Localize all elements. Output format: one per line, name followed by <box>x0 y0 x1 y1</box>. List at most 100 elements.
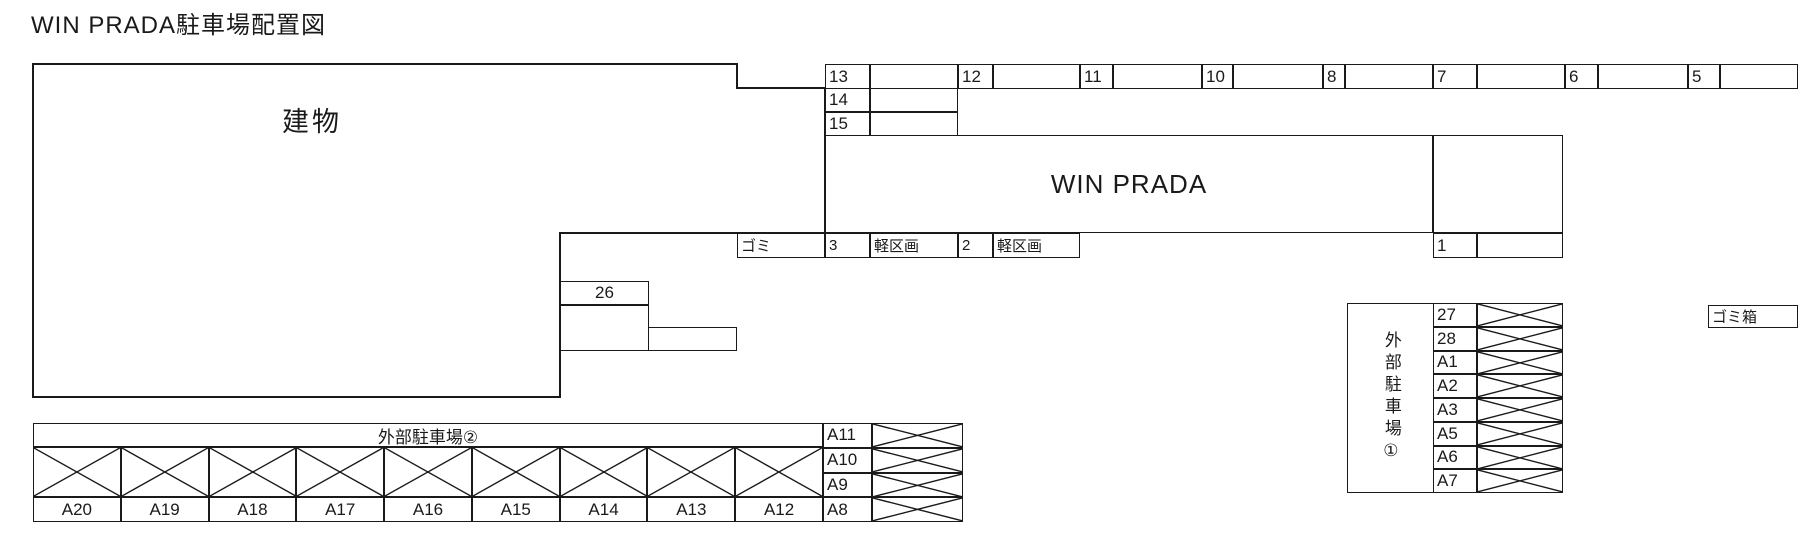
crossed-space <box>296 447 385 497</box>
win-prada-east-wing-box <box>1433 135 1563 233</box>
spot-space-cell-12 <box>993 64 1080 89</box>
spot-number-cell-3: 3 <box>825 233 870 258</box>
spot-number-cell-A19: A19 <box>120 497 209 522</box>
crossed-space <box>384 447 472 497</box>
spot-number-cell-12: 12 <box>958 64 993 89</box>
x-mark <box>736 448 822 496</box>
trash-box: ゴミ箱 <box>1708 305 1798 328</box>
crossed-space <box>872 497 963 522</box>
spot-number-cell-14: 14 <box>825 88 870 112</box>
x-mark <box>473 448 559 496</box>
x-mark <box>873 474 962 497</box>
crossed-space <box>872 447 963 473</box>
spot-space-cell-5 <box>1720 64 1798 89</box>
spot-number-cell-A16: A16 <box>384 497 472 522</box>
spot-space-cell-13 <box>870 64 958 89</box>
outdoor-lot-1-title-cell: 外部駐車場① <box>1347 303 1434 493</box>
spot-space-cell-15 <box>870 111 958 136</box>
x-mark <box>1478 328 1562 350</box>
kei-section-cell: 軽区画 <box>870 233 958 258</box>
spot-number-cell-7: 7 <box>1433 64 1477 89</box>
win-prada-label: WIN PRADA <box>1050 168 1208 199</box>
blank-box <box>648 327 737 351</box>
x-mark <box>1478 352 1562 374</box>
crossed-space <box>1477 445 1563 470</box>
x-mark <box>1478 423 1562 445</box>
crossed-space <box>559 447 648 497</box>
spot-space-cell-1 <box>1477 233 1563 258</box>
building-label: 建物 <box>282 107 342 137</box>
x-mark <box>561 448 647 496</box>
spot-number-cell-A5: A5 <box>1433 421 1477 446</box>
spot-number-cell-A8: A8 <box>823 497 872 522</box>
spot-number-cell-10: 10 <box>1202 64 1233 89</box>
trash-cell: ゴミ <box>737 233 825 258</box>
spot-number-cell-A17: A17 <box>296 497 385 522</box>
spot-number-cell-A7: A7 <box>1433 469 1477 493</box>
spot-number-cell-A15: A15 <box>471 497 560 522</box>
crossed-space <box>1477 398 1563 422</box>
spot-space-cell-11 <box>1113 64 1202 89</box>
x-mark <box>1478 375 1562 397</box>
crossed-space <box>1477 303 1563 327</box>
spot-number-cell-A6: A6 <box>1433 445 1477 470</box>
spot-number-cell-A3: A3 <box>1433 398 1477 422</box>
x-mark <box>385 448 471 496</box>
crossed-space <box>471 447 560 497</box>
crossed-space <box>872 472 963 498</box>
spot-number-cell-A20: A20 <box>33 497 121 522</box>
spot-space-cell-6 <box>1598 64 1688 89</box>
x-mark <box>297 448 383 496</box>
spot-space-cell-7 <box>1477 64 1565 89</box>
spot-number-cell-A13: A13 <box>647 497 736 522</box>
crossed-space <box>208 447 297 497</box>
page-title: WIN PRADA駐車場配置図 <box>31 12 327 39</box>
x-mark <box>873 449 962 472</box>
spot-number-cell-A9: A9 <box>823 472 872 498</box>
x-mark <box>873 498 962 521</box>
spot-number-cell-A14: A14 <box>559 497 648 522</box>
x-mark <box>648 448 734 496</box>
spot-number-cell-26: 26 <box>560 281 649 305</box>
spot-number-cell-A1: A1 <box>1433 350 1477 375</box>
crossed-space <box>647 447 736 497</box>
spot-number-cell-5: 5 <box>1688 64 1720 89</box>
x-mark <box>122 448 208 496</box>
crossed-space <box>1477 469 1563 493</box>
spot-number-cell-6: 6 <box>1565 64 1598 89</box>
crossed-space <box>1477 421 1563 446</box>
win-prada-box: WIN PRADA <box>825 135 1433 233</box>
x-mark <box>1478 470 1562 492</box>
spot-space-cell-10 <box>1233 64 1323 89</box>
spot-number-cell-11: 11 <box>1080 64 1113 89</box>
outdoor-lot-2-title: 外部駐車場② <box>33 423 823 447</box>
crossed-space <box>33 447 121 497</box>
spot-number-cell-A10: A10 <box>823 447 872 473</box>
kei-section-cell: 軽区画 <box>993 233 1080 258</box>
x-mark <box>1478 447 1562 469</box>
spot-number-cell-8: 8 <box>1323 64 1345 89</box>
outdoor-lot-1-title: 外部駐車場① <box>1381 330 1401 466</box>
spot-number-cell-28: 28 <box>1433 326 1477 351</box>
x-mark <box>873 424 962 447</box>
spot-number-cell-27: 27 <box>1433 303 1477 327</box>
spot-space-cell-14 <box>870 88 958 112</box>
crossed-space <box>1477 326 1563 351</box>
blank-box <box>560 305 649 351</box>
x-mark <box>1478 399 1562 421</box>
spot-number-cell-A18: A18 <box>208 497 297 522</box>
spot-space-cell-8 <box>1345 64 1433 89</box>
crossed-space <box>1477 350 1563 375</box>
x-mark <box>210 448 296 496</box>
spot-number-cell-A2: A2 <box>1433 374 1477 398</box>
spot-number-cell-A12: A12 <box>735 497 823 522</box>
crossed-space <box>735 447 823 497</box>
spot-number-cell-13: 13 <box>825 64 870 89</box>
crossed-space <box>1477 374 1563 398</box>
crossed-space <box>120 447 209 497</box>
x-mark <box>34 448 120 496</box>
crossed-space <box>872 423 963 448</box>
spot-number-cell-A11: A11 <box>823 423 872 448</box>
spot-number-cell-15: 15 <box>825 111 870 136</box>
